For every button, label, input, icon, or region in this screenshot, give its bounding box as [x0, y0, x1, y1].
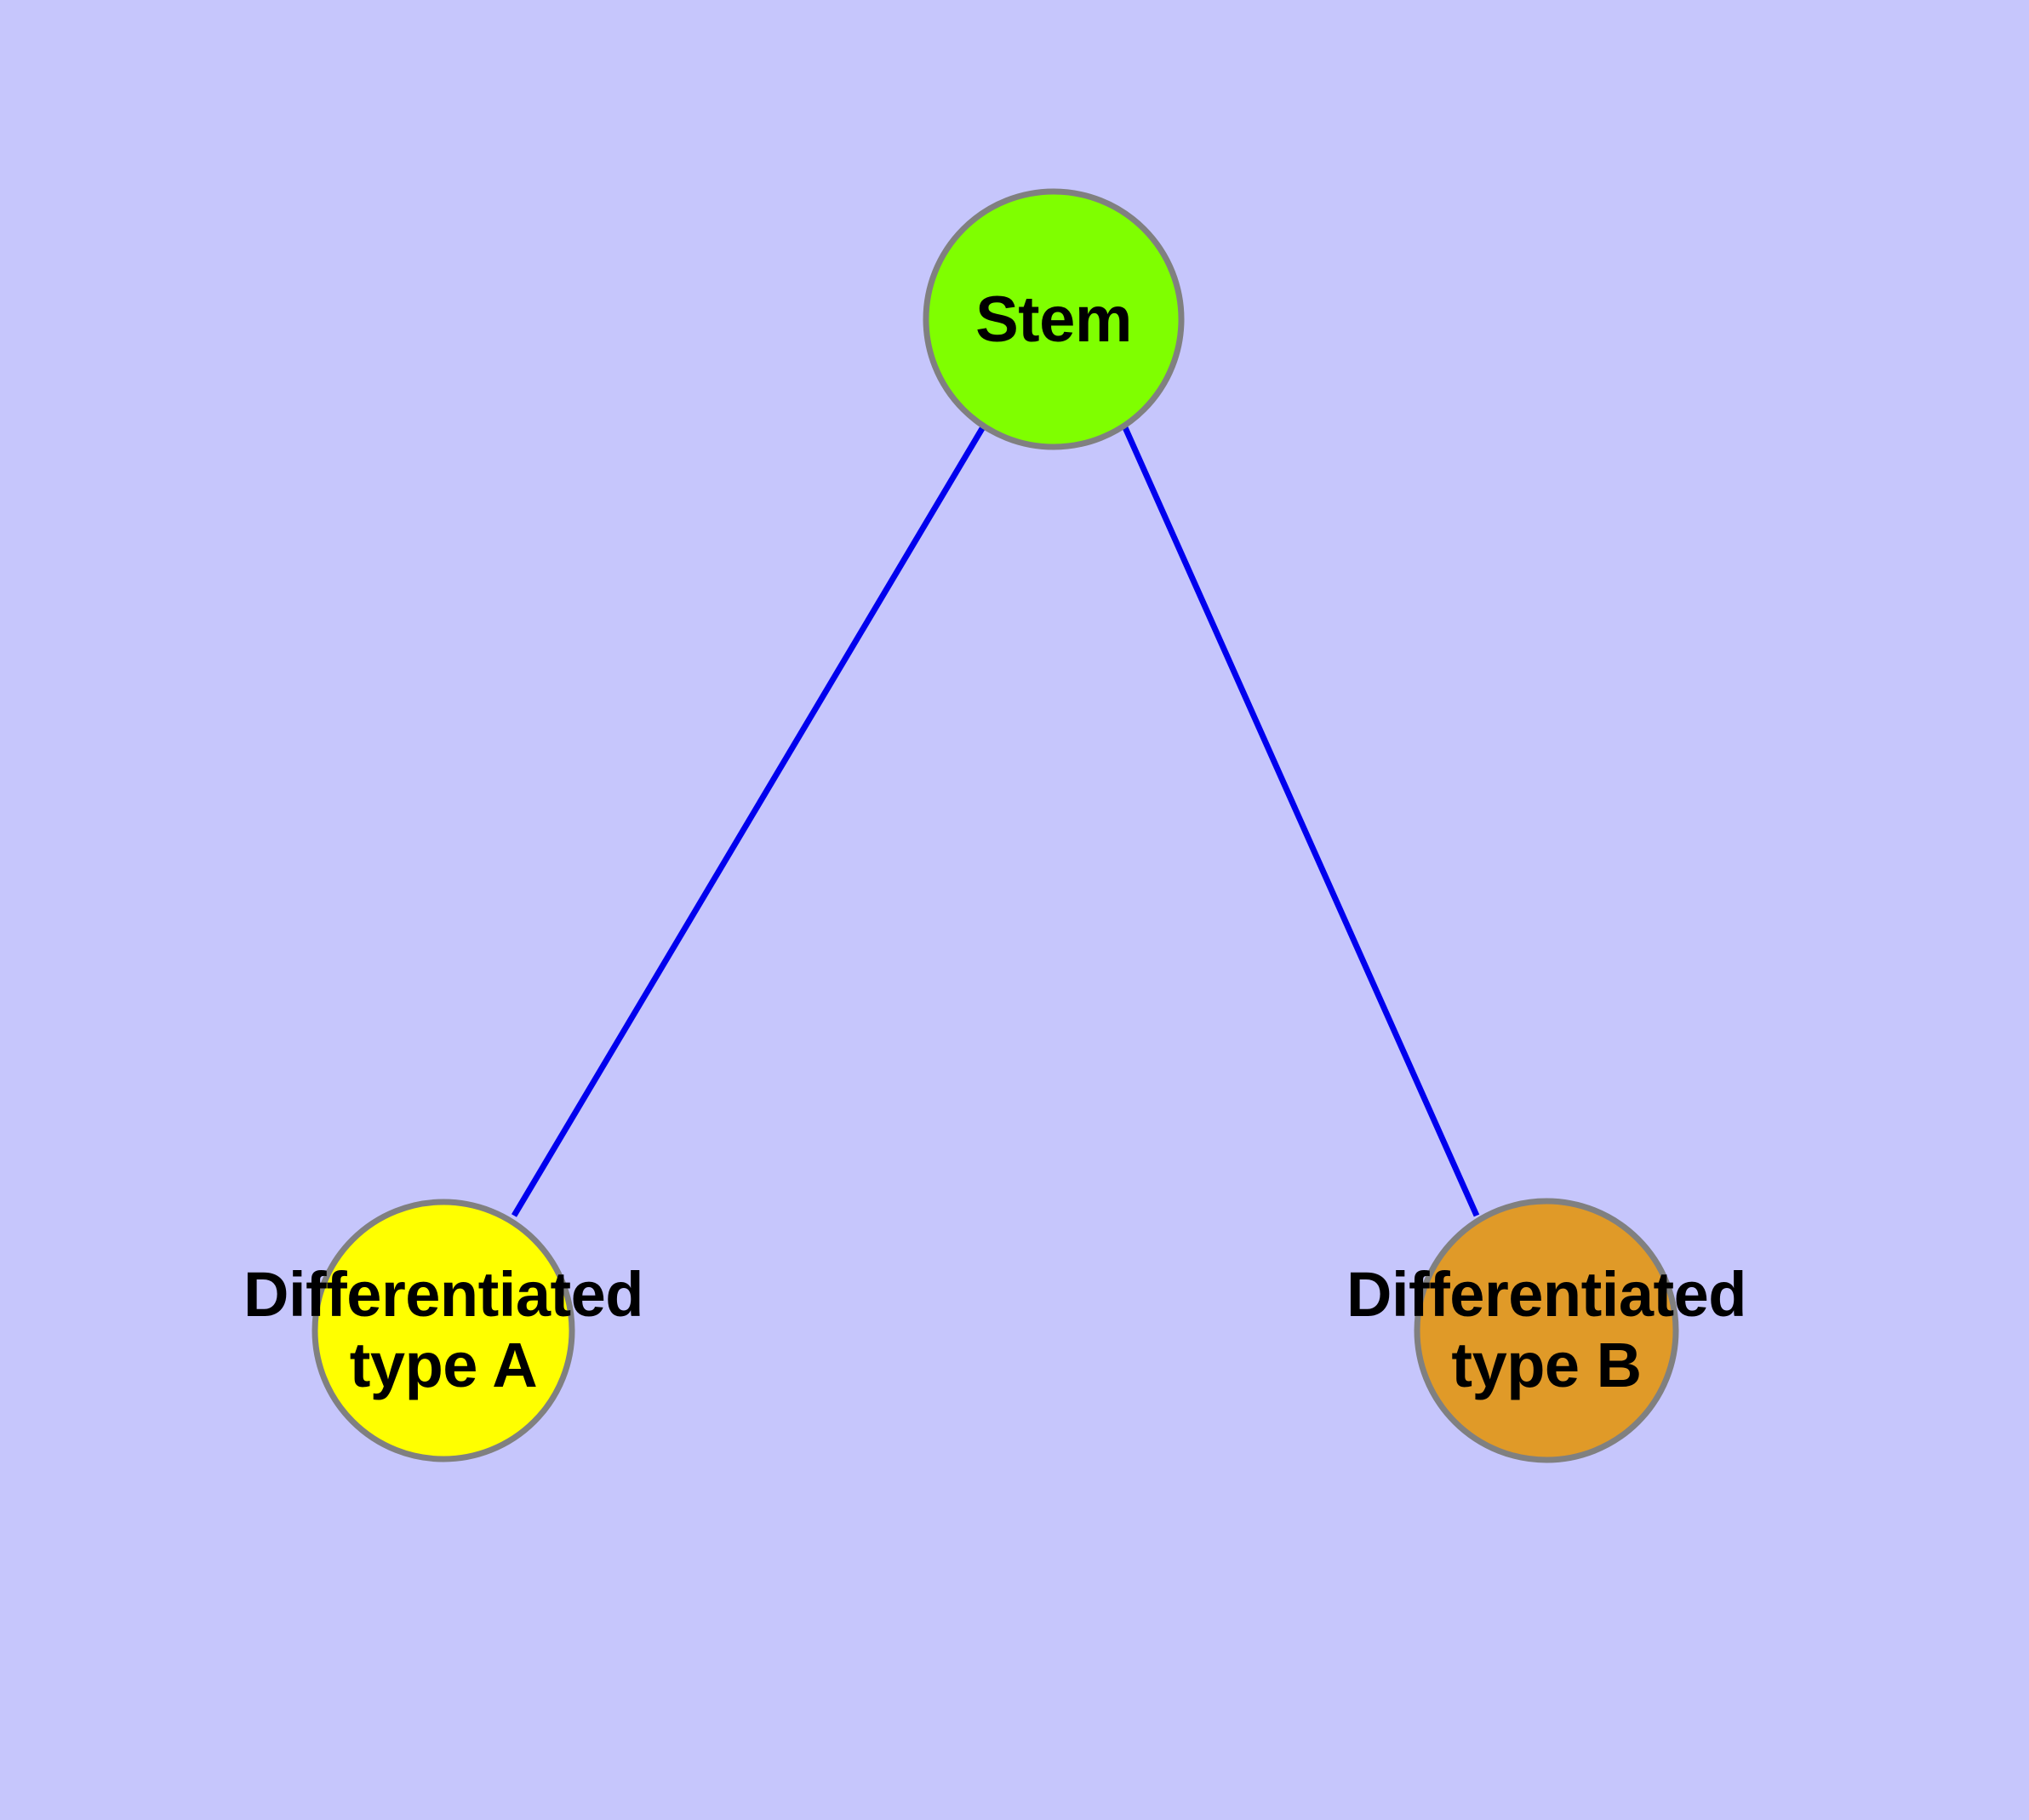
edges-layer — [511, 424, 1480, 1217]
node-differentiated-type-a[interactable] — [311, 1199, 575, 1462]
node-differentiated-type-b[interactable] — [1414, 1198, 1679, 1463]
edge-stem-to-diff-a[interactable] — [511, 424, 987, 1217]
edge-stem-to-diff-b[interactable] — [1121, 424, 1480, 1217]
nodes-layer — [311, 188, 1679, 1463]
node-stem[interactable] — [923, 188, 1185, 450]
